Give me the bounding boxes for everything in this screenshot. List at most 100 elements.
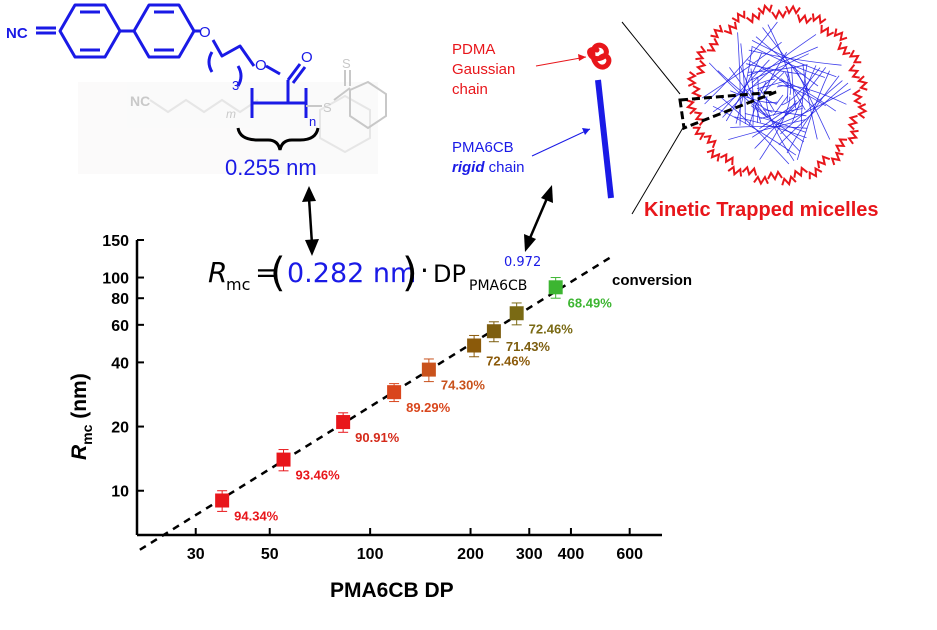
micelle-corona-coil: [695, 45, 707, 61]
x-tick-label: 600: [616, 546, 643, 563]
micelle-corona-coil: [727, 165, 743, 177]
micelle-corona-coil: [811, 13, 827, 25]
ghost-nc-label: NC: [130, 93, 150, 109]
carbonyl-oxygen-label: O: [301, 49, 313, 66]
micelle-core-strand: [751, 34, 817, 84]
data-points: 94.34%93.46%90.91%89.29%74.30%72.46%71.4…: [215, 277, 613, 523]
data-marker: [276, 452, 291, 467]
equation-r-subscript: mc: [226, 275, 250, 294]
micelle-corona-coil: [851, 89, 864, 105]
data-marker: [421, 362, 436, 377]
pdma-label-line-2: Gaussian: [452, 61, 515, 78]
pma6cb-pointer-arrowhead: [582, 128, 590, 135]
micelle-corona-coil: [816, 155, 831, 169]
micelle-corona-coil: [686, 71, 698, 87]
micelle-corona-coil: [808, 166, 823, 180]
micelle-corona-coil: [695, 59, 707, 76]
micelle-corona-coil: [741, 165, 758, 177]
x-axis-title: PMA6CB DP: [330, 579, 454, 602]
micelle-corona-coil: [731, 10, 746, 24]
equation-r: R: [208, 256, 227, 289]
micelle-corona-coil: [757, 3, 773, 16]
micelle-core-strand: [775, 88, 851, 126]
micelle-corona-coil: [837, 41, 851, 56]
micelle-corona-coil: [753, 174, 769, 186]
pma6cb-rigid-label: rigid chain: [452, 159, 525, 176]
micelle-core-strand: [712, 78, 775, 113]
micelle-core-strand: [755, 36, 819, 87]
equation-exponent: 0.972: [504, 255, 541, 270]
micelle-core-strand: [781, 67, 821, 106]
data-point: 90.91%: [336, 412, 400, 445]
conversion-label: 93.46%: [296, 468, 341, 483]
zoom-line-bottom: [631, 125, 685, 215]
conversion-label: 68.49%: [568, 295, 613, 310]
data-marker: [548, 280, 563, 295]
chain-word: chain: [485, 159, 525, 176]
data-marker: [215, 493, 230, 508]
data-point: 72.46%: [509, 302, 573, 336]
pma6cb-pointer-line: [531, 128, 591, 157]
ester-oxygen-label: O: [255, 57, 267, 74]
data-marker: [387, 385, 402, 400]
micelle-corona-coil: [692, 126, 706, 141]
micelle-wedge: [678, 90, 777, 131]
micelle-core-strand: [748, 49, 842, 66]
micelle-corona-coil: [847, 129, 859, 145]
micelle-core-strand: [791, 67, 797, 109]
micelle-core-strand: [786, 71, 789, 102]
micelle-corona-coil: [703, 134, 717, 149]
y-tick-label: 20: [111, 420, 129, 437]
micelle-core-strand: [750, 68, 754, 126]
pdma-pointer-line: [535, 56, 587, 67]
micelle-corona-coil: [723, 21, 738, 35]
micelle-corona-coil: [856, 75, 869, 91]
micelle-core-strand: [730, 90, 778, 104]
ghost-structure: [78, 82, 378, 174]
micelle-core-strand: [776, 85, 847, 105]
fit-line: [139, 253, 616, 551]
y-axis-title-r: R: [68, 444, 91, 460]
micelle-core-strand: [729, 67, 768, 119]
micelle-corona-coil: [848, 63, 860, 79]
micelle-core-strand: [784, 72, 806, 111]
micelle-core-strand: [762, 71, 785, 93]
micelle-core-strand: [747, 46, 818, 77]
data-point: 94.34%: [215, 490, 279, 523]
equation-equals: =: [255, 256, 278, 289]
data-point: 68.49%: [548, 277, 613, 310]
micelle-corona-coil: [856, 103, 868, 119]
spacer-subscript: 3: [232, 78, 239, 93]
pma6cb-label: PMA6CB: [452, 139, 514, 156]
spacing-brace: [236, 127, 320, 151]
micelle-core-strand: [766, 96, 795, 162]
x-tick-label: 100: [357, 546, 384, 563]
micelle-corona-coil: [767, 169, 783, 182]
x-tick-label: 400: [558, 546, 585, 563]
data-marker: [467, 338, 482, 353]
conversion-label: 89.29%: [406, 400, 451, 415]
y-tick-label: 40: [111, 355, 129, 372]
micelle-corona-coil: [685, 99, 698, 115]
conversion-label: 71.43%: [506, 339, 551, 354]
thione-sulfur-label: S: [342, 56, 351, 71]
y-axis-title-unit: (nm): [68, 373, 91, 424]
y-tick-label: 80: [111, 291, 129, 308]
micelle-core-strand: [708, 62, 771, 118]
micelle-core-strand: [763, 109, 807, 117]
micelle-corona-coil: [834, 138, 848, 153]
double-arrow-left: [302, 186, 319, 256]
micelle-core-strand: [734, 116, 807, 139]
micelle-core-strand: [802, 64, 818, 140]
micelle-core-strand: [758, 61, 790, 91]
equation-dot: ·: [420, 254, 429, 287]
micelle-corona-coil: [781, 174, 797, 187]
monomer-spacing-label: 0.255 nm: [225, 155, 317, 180]
y-axis-title-sub: mc: [79, 424, 95, 444]
double-arrow-right: [524, 185, 553, 252]
nitrile-label: NC: [6, 25, 28, 42]
micelle-corona-coil: [745, 12, 761, 24]
micelle-corona-coil: [820, 24, 835, 38]
micelle-core-strand: [716, 59, 770, 117]
